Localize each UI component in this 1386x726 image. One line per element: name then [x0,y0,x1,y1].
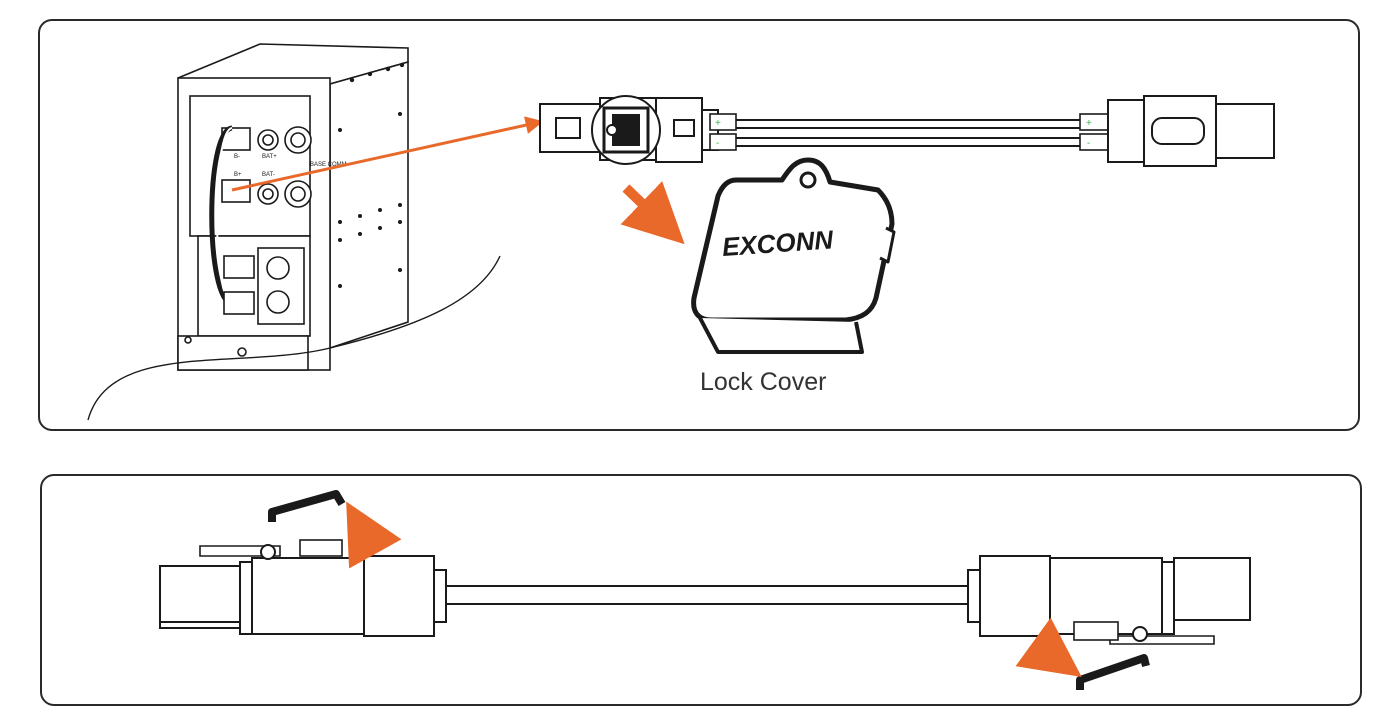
polarity-plus-left: + [715,118,721,129]
arrow-icon [231,116,544,192]
connector-icon [159,539,1251,645]
polarity-minus-right: - [1087,138,1090,149]
arrow-icon [1015,617,1082,678]
module-terminal-labels: B- BAT+ BASE COMM B+ BAT- [234,154,347,178]
connector-icon [539,95,1275,167]
label-base-comm: BASE COMM [310,162,347,168]
polarity-marks: + - + - [715,118,1092,149]
arrow-icon [620,181,685,245]
arrow-icon [346,501,402,569]
zoom-arc [87,255,501,421]
label-bat-plus: BAT+ [262,154,277,160]
polarity-plus-right: + [1086,118,1092,129]
lock-cover-icon [691,157,896,354]
lock-cover-icon [268,490,1150,690]
label-b-minus: B- [234,154,240,160]
polarity-minus-left: - [716,138,719,149]
label-b-plus: B+ [234,172,242,178]
lock-cover-label: Lock Cover [700,368,827,396]
battery-module-icon [177,43,409,371]
label-bat-minus: BAT- [262,172,275,178]
